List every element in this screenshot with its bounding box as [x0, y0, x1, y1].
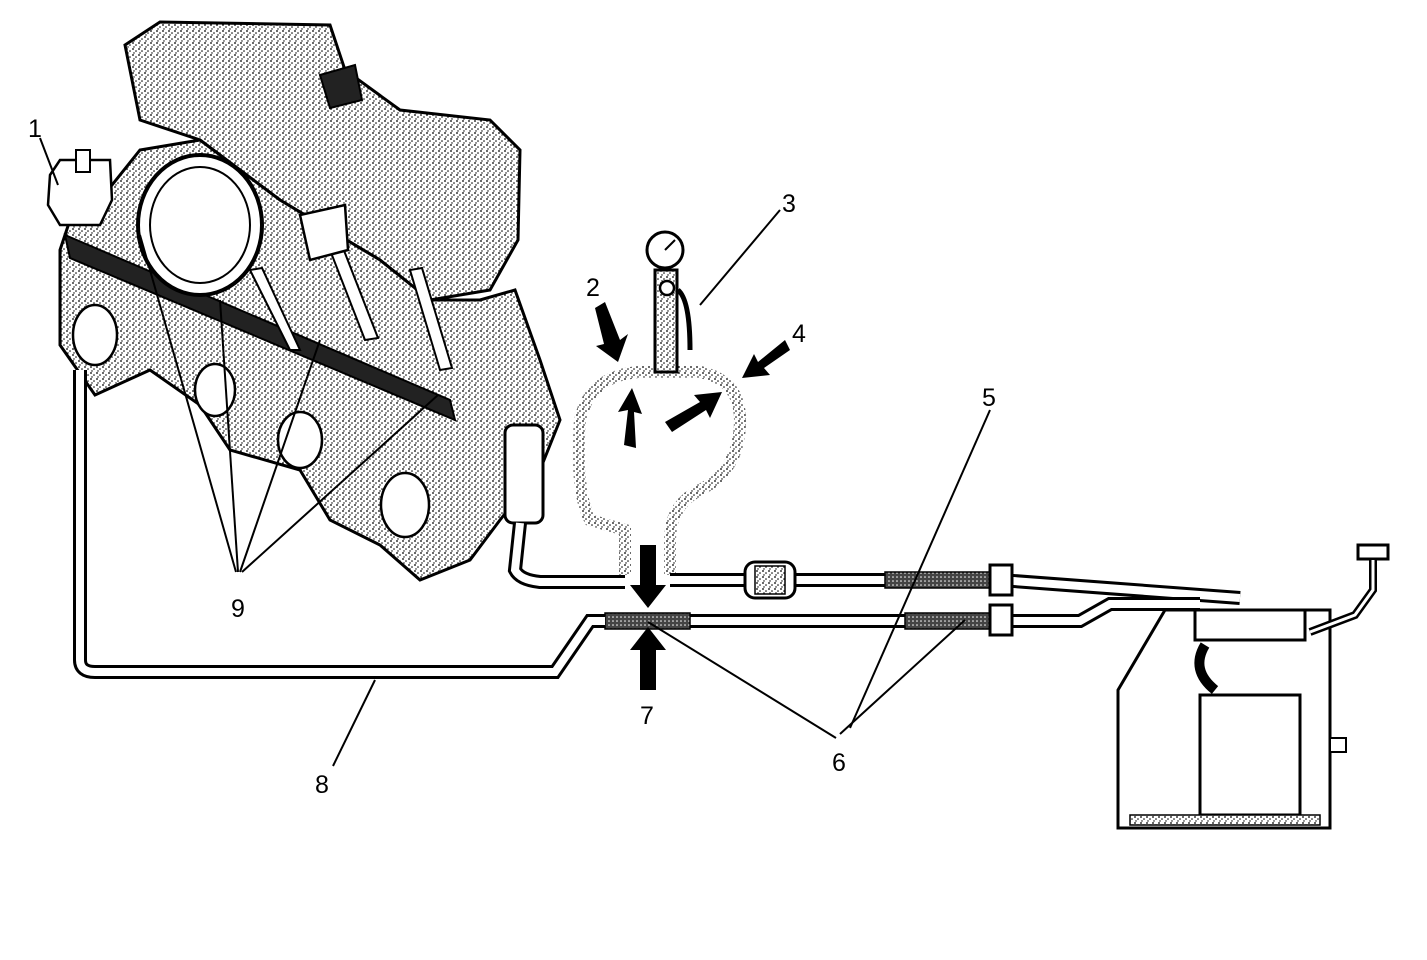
return-dark-section-left [604, 612, 691, 630]
return-line-inner [600, 600, 1200, 625]
mount-ear-1 [71, 303, 119, 367]
return-dark-section-right [904, 612, 996, 630]
callout-3: 3 [782, 190, 796, 218]
filter-band [754, 565, 786, 595]
engine-feed-line [507, 522, 625, 589]
arrow-inner-right [665, 392, 722, 432]
top-connector [318, 63, 364, 110]
regulator-stem [75, 149, 91, 173]
quick-connect-lower [988, 603, 1014, 637]
leader-9d [241, 394, 439, 573]
fuel-lines [73, 366, 1241, 679]
gauge-needle [664, 239, 676, 251]
leader-3 [699, 209, 781, 306]
callout-6: 6 [832, 749, 846, 777]
fuel-tank-module [1116, 543, 1390, 830]
runner-1 [248, 266, 302, 351]
pressure-arrows [595, 302, 790, 690]
arrow-inner-left [618, 388, 642, 448]
arrow-2 [595, 302, 628, 362]
pump-wiring [1194, 642, 1219, 694]
callout-labels: 1 2 3 4 5 6 7 8 9 [28, 115, 996, 799]
leader-1 [39, 137, 59, 186]
callout-7: 7 [640, 702, 654, 730]
leader-9b [219, 299, 239, 573]
leader-9c [239, 339, 321, 573]
pump-reservoir [1198, 693, 1302, 817]
mount-ear-4 [379, 471, 431, 539]
leader-lines [39, 137, 991, 767]
filler-pipe-inner [1309, 560, 1375, 634]
tank-fitting [1329, 737, 1347, 753]
pressure-gauge [645, 230, 693, 374]
throttle-bore [149, 166, 251, 284]
arrow-4 [742, 340, 790, 378]
callout-9: 9 [231, 595, 245, 623]
engine-assembly [46, 20, 562, 582]
fuel-fitting [503, 423, 545, 525]
engine-feed-line-inner [510, 522, 625, 586]
mount-ear-3 [276, 410, 324, 470]
callout-8: 8 [315, 771, 329, 799]
gauge-stem [653, 268, 679, 374]
callout-1: 1 [28, 115, 42, 143]
quick-connect-upper [988, 563, 1014, 597]
leader-5 [849, 409, 991, 729]
pressure-regulator [46, 158, 114, 227]
filler-neck [1356, 543, 1390, 561]
arrow-7 [630, 627, 666, 690]
bleed-hose [676, 288, 693, 351]
tank-bottom-band [1129, 814, 1321, 826]
leader-6b [839, 619, 966, 735]
mount-ear-2 [193, 362, 237, 418]
tps-connector [298, 203, 350, 262]
long-return-line-inner [76, 370, 605, 676]
supply-dark-section [884, 571, 991, 589]
gauge-valve [658, 279, 676, 297]
leader-6a [647, 621, 837, 739]
callout-2: 2 [586, 274, 600, 302]
callout-5: 5 [982, 384, 996, 412]
leader-8 [332, 679, 376, 767]
pump-sender [1193, 608, 1307, 642]
gauge-hose-loop-fill [572, 366, 747, 575]
runner-3 [408, 266, 454, 372]
leader-9a [139, 234, 237, 573]
callout-4: 4 [792, 320, 806, 348]
arrow-top-junction [630, 545, 666, 608]
